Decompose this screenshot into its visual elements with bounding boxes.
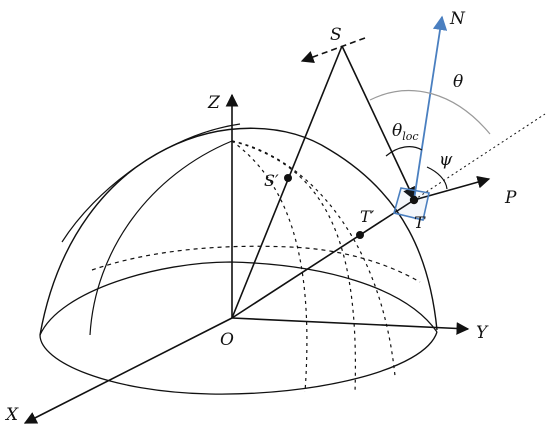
label-theta: θ bbox=[453, 72, 463, 92]
point-t bbox=[409, 195, 419, 205]
label-n: N bbox=[449, 9, 466, 29]
label-o: O bbox=[220, 330, 234, 350]
normal-vector-n bbox=[413, 15, 448, 201]
base-ellipse-front bbox=[39, 331, 438, 395]
latitude-dashed-line bbox=[91, 245, 421, 283]
line-o-to-s bbox=[231, 45, 343, 319]
label-z: Z bbox=[207, 93, 221, 113]
base-ellipse-back bbox=[39, 261, 438, 336]
label-s: S bbox=[330, 25, 342, 45]
meridian-center-dashed bbox=[231, 140, 308, 393]
theta-arc bbox=[369, 89, 491, 135]
label-t: T bbox=[414, 213, 426, 232]
label-x: X bbox=[4, 405, 19, 425]
meridian-right-dashed bbox=[231, 140, 357, 393]
label-theta-loc-subscript: loc bbox=[402, 130, 418, 143]
ot-extension-dotted bbox=[413, 113, 546, 201]
vector-p bbox=[413, 175, 491, 201]
line-o-to-t bbox=[231, 199, 415, 319]
label-theta-loc-main: θ bbox=[392, 121, 402, 141]
point-s-prime bbox=[284, 174, 292, 182]
s-direction-dashed bbox=[300, 37, 366, 64]
point-t-prime bbox=[356, 231, 364, 239]
meridian-front bbox=[89, 140, 233, 336]
x-axis bbox=[23, 317, 233, 424]
label-s-prime: S′ bbox=[264, 171, 279, 190]
outer-arc bbox=[61, 123, 241, 243]
surface-tile-t bbox=[393, 187, 430, 221]
label-theta-loc: θloc bbox=[392, 121, 419, 143]
y-axis bbox=[231, 317, 470, 335]
label-t-prime: T′ bbox=[360, 207, 375, 226]
label-p: P bbox=[504, 188, 517, 208]
label-y: Y bbox=[476, 323, 489, 343]
line-s-to-t bbox=[341, 45, 415, 201]
psi-arc bbox=[426, 166, 448, 190]
meridian-far-right-dashed bbox=[231, 140, 396, 377]
theta-loc-arc bbox=[385, 146, 423, 157]
label-psi: ψ bbox=[439, 150, 453, 170]
